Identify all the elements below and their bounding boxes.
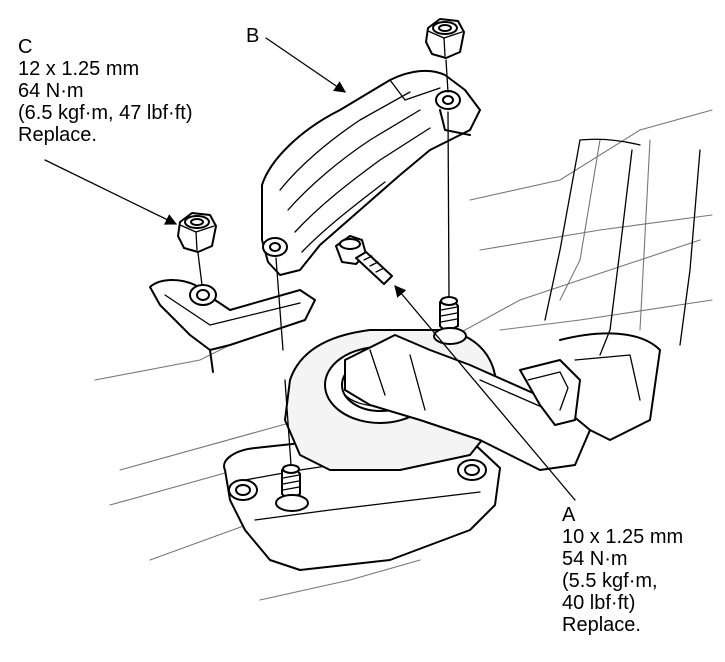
bracket-b xyxy=(261,69,481,276)
callout-a-torque-alt-1: (5.5 kgf·m, xyxy=(562,570,658,592)
leader-lines xyxy=(44,37,576,501)
callout-c-size: 12 x 1.25 mm xyxy=(18,58,140,80)
callout-b-letter: B xyxy=(246,25,260,47)
callout-c-torque-alt: (6.5 kgf·m, 47 lbf·ft) xyxy=(18,102,193,124)
stud-left xyxy=(275,464,309,512)
callout-a-torque: 54 N·m xyxy=(562,548,628,570)
callout-a: A 10 x 1.25 mm 54 N·m (5.5 kgf·m, 40 lbf… xyxy=(562,504,683,636)
nut-c xyxy=(177,212,217,253)
callout-a-size: 10 x 1.25 mm xyxy=(562,526,684,548)
side-frame xyxy=(559,332,661,441)
bolt-a xyxy=(335,235,393,285)
transmission-bracket xyxy=(344,334,591,471)
nut-top xyxy=(425,18,465,59)
callout-c-letter: C xyxy=(18,36,33,58)
alignment-lines xyxy=(197,59,450,466)
callout-a-torque-alt-2: 40 lbf·ft) xyxy=(562,592,636,614)
callout-a-note: Replace. xyxy=(562,614,641,636)
stud-right xyxy=(433,296,467,345)
callout-b: B xyxy=(246,25,259,47)
chassis-background xyxy=(94,109,713,601)
callout-c-torque: 64 N·m xyxy=(18,80,84,102)
callout-a-letter: A xyxy=(562,504,576,526)
callout-c-note: Replace. xyxy=(18,124,97,146)
callout-c: C 12 x 1.25 mm 64 N·m (6.5 kgf·m, 47 lbf… xyxy=(18,36,193,146)
lower-bracket-plate xyxy=(149,279,316,373)
